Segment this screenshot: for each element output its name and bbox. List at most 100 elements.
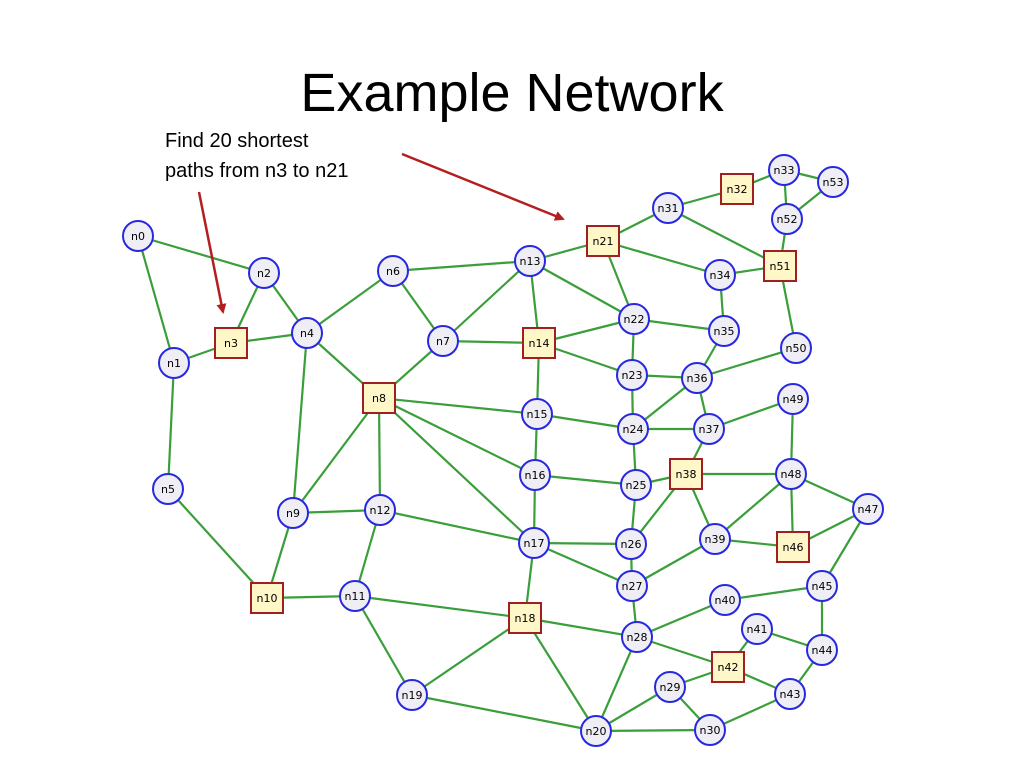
circle-node-shape	[518, 527, 550, 559]
node-label: n4	[300, 327, 314, 340]
node-label: n42	[718, 661, 739, 674]
square-node-shape	[763, 250, 797, 282]
node-n43: n43	[774, 678, 806, 710]
node-n21: n21	[586, 225, 620, 257]
square-node-shape	[508, 602, 542, 634]
circle-node-shape	[519, 459, 551, 491]
node-label: n23	[622, 369, 643, 382]
node-n5: n5	[152, 473, 184, 505]
edges-layer	[136, 168, 869, 733]
node-n16: n16	[519, 459, 551, 491]
edge-n31-n51	[667, 207, 781, 267]
circle-node-shape	[521, 398, 553, 430]
node-n32: n32	[720, 173, 754, 205]
node-label: n38	[676, 468, 697, 481]
circle-node-shape	[694, 714, 726, 746]
node-n31: n31	[652, 192, 684, 224]
node-n4: n4	[291, 317, 323, 349]
node-label: n53	[823, 176, 844, 189]
node-label: n9	[286, 507, 300, 520]
annotation-line-1: Find 20 shortest	[165, 130, 309, 152]
node-label: n51	[770, 260, 791, 273]
node-n3: n3	[214, 327, 248, 359]
node-n14: n14	[522, 327, 556, 359]
node-n6: n6	[377, 255, 409, 287]
node-n34: n34	[704, 259, 736, 291]
node-label: n19	[402, 689, 423, 702]
circle-node-shape	[741, 613, 773, 645]
node-label: n14	[529, 337, 550, 350]
node-n15: n15	[521, 398, 553, 430]
circle-node-shape	[780, 332, 812, 364]
node-label: n49	[783, 393, 804, 406]
circle-node-shape	[852, 493, 884, 525]
node-n52: n52	[771, 203, 803, 235]
node-label: n25	[626, 479, 647, 492]
node-n50: n50	[780, 332, 812, 364]
node-label: n30	[700, 724, 721, 737]
edge-n17-n26	[533, 541, 632, 546]
node-label: n17	[524, 537, 545, 550]
node-n18: n18	[508, 602, 542, 634]
circle-node-shape	[615, 528, 647, 560]
circle-node-shape	[616, 570, 648, 602]
circle-node-shape	[427, 325, 459, 357]
node-label: n31	[658, 202, 679, 215]
node-label: n12	[370, 504, 391, 517]
edge-n16-n25	[534, 473, 637, 487]
edge-n11-n18	[354, 594, 526, 620]
circle-node-shape	[122, 220, 154, 252]
node-label: n3	[224, 337, 238, 350]
node-label: n26	[621, 538, 642, 551]
edge-n18-n20	[524, 617, 597, 732]
circle-node-shape	[693, 413, 725, 445]
circle-node-shape	[621, 621, 653, 653]
node-label: n8	[372, 392, 386, 405]
edge-n8-n9	[292, 397, 380, 514]
edge-n0-n2	[137, 234, 265, 275]
circle-node-shape	[777, 383, 809, 415]
node-label: n35	[714, 325, 735, 338]
circle-node-shape	[774, 678, 806, 710]
node-label: n36	[687, 372, 708, 385]
edge-n36-n50	[696, 346, 797, 380]
edge-n18-n28	[524, 616, 638, 639]
circle-node-shape	[514, 245, 546, 277]
node-label: n37	[699, 423, 720, 436]
edge-n12-n17	[379, 508, 535, 545]
circle-node-shape	[620, 469, 652, 501]
circle-node-shape	[248, 257, 280, 289]
circle-node-shape	[704, 259, 736, 291]
node-label: n5	[161, 483, 175, 496]
edge-n8-n12	[377, 397, 382, 511]
node-n20: n20	[580, 715, 612, 747]
square-node-shape	[586, 225, 620, 257]
node-n23: n23	[616, 359, 648, 391]
circle-node-shape	[377, 255, 409, 287]
square-node-shape	[711, 651, 745, 683]
node-label: n43	[780, 688, 801, 701]
node-n40: n40	[709, 584, 741, 616]
node-n53: n53	[817, 166, 849, 198]
circle-node-shape	[771, 203, 803, 235]
node-n13: n13	[514, 245, 546, 277]
edge-n45-n40	[724, 584, 823, 602]
node-n44: n44	[806, 634, 838, 666]
edge-n17-n27	[533, 541, 633, 588]
node-label: n15	[527, 408, 548, 421]
node-label: n0	[131, 230, 145, 243]
circle-node-shape	[806, 570, 838, 602]
edge-n4-n9	[291, 332, 309, 514]
node-n22: n22	[618, 303, 650, 335]
edge-n18-n19	[411, 617, 526, 696]
node-label: n16	[525, 469, 546, 482]
node-label: n40	[715, 594, 736, 607]
node-n37: n37	[693, 413, 725, 445]
circle-node-shape	[806, 634, 838, 666]
circle-node-shape	[654, 671, 686, 703]
edge-n7-n13	[442, 260, 531, 342]
circle-node-shape	[616, 359, 648, 391]
node-n29: n29	[654, 671, 686, 703]
node-n1: n1	[158, 347, 190, 379]
square-node-shape	[522, 327, 556, 359]
